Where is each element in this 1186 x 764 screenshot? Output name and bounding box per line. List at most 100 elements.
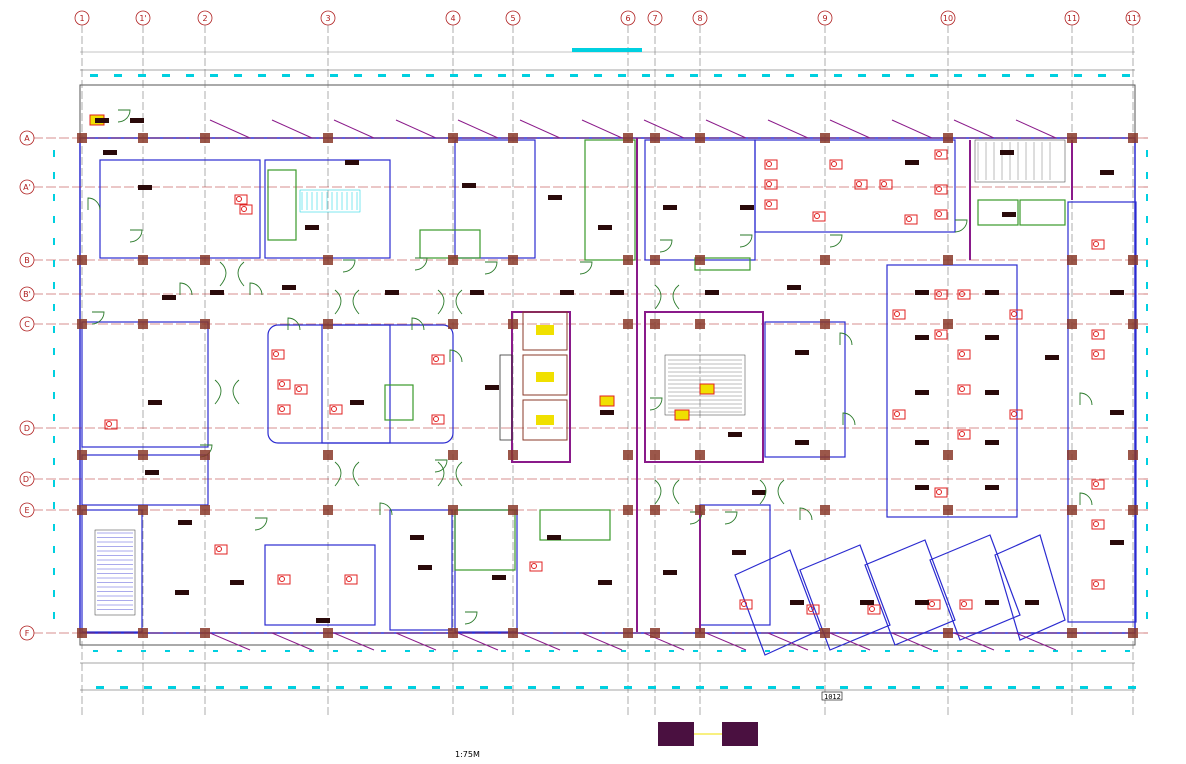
double-door xyxy=(219,261,245,287)
column xyxy=(323,319,333,329)
room-label xyxy=(705,290,719,295)
window-tick xyxy=(1146,590,1148,597)
room-label xyxy=(985,440,999,445)
room-label xyxy=(350,400,364,405)
equipment-item xyxy=(431,354,445,365)
window-tick xyxy=(477,650,482,652)
grid-bubble-column xyxy=(135,10,151,26)
window-tick xyxy=(1080,686,1088,689)
window-tick xyxy=(189,650,194,652)
window-tick xyxy=(381,650,386,652)
equipment-item xyxy=(294,384,308,395)
column xyxy=(508,450,518,460)
window-tick xyxy=(53,348,55,355)
column xyxy=(820,319,830,329)
equipment-seat xyxy=(856,181,862,187)
grid-bubble-column xyxy=(74,10,90,26)
equipment-item xyxy=(934,289,948,300)
window-tick xyxy=(885,650,890,652)
window-tick xyxy=(282,74,290,77)
window-tick xyxy=(1146,238,1148,245)
facade-fin xyxy=(209,632,251,651)
window-tick xyxy=(1050,74,1058,77)
window-tick xyxy=(480,686,488,689)
facade-fin xyxy=(333,119,375,139)
column xyxy=(1067,505,1077,515)
grid-bubble-row xyxy=(19,502,35,518)
equipment-seat xyxy=(279,406,285,412)
window-tick xyxy=(642,74,650,77)
room-label xyxy=(663,570,677,575)
room-label xyxy=(915,440,929,445)
room-label xyxy=(985,390,999,395)
double-door xyxy=(437,289,463,315)
fixture-block xyxy=(977,199,1019,226)
grid-bubble-column xyxy=(445,10,461,26)
window-tick xyxy=(312,686,320,689)
window-tick xyxy=(357,650,362,652)
column xyxy=(448,255,458,265)
window-tick xyxy=(693,650,698,652)
column xyxy=(77,450,87,460)
window-tick xyxy=(1104,686,1112,689)
facade-fin xyxy=(271,632,313,651)
column xyxy=(695,133,705,143)
column xyxy=(820,133,830,143)
equipment-seat xyxy=(1093,331,1099,337)
room-label xyxy=(385,290,399,295)
window-tick xyxy=(53,304,55,311)
equipment-marks xyxy=(89,114,1105,615)
stairs xyxy=(94,139,1066,616)
window-tick xyxy=(1146,304,1148,311)
window-tick xyxy=(1146,216,1148,223)
room-label xyxy=(915,335,929,340)
window-tick xyxy=(90,74,98,77)
equipment-item xyxy=(329,404,343,415)
column xyxy=(200,450,210,460)
column xyxy=(623,133,633,143)
column xyxy=(200,505,210,515)
room-label xyxy=(600,410,614,415)
facade-fin xyxy=(829,119,871,139)
fixture-block xyxy=(384,384,414,421)
window-tick xyxy=(690,74,698,77)
door-swing xyxy=(839,332,853,346)
window-tick xyxy=(378,74,386,77)
column xyxy=(1128,450,1138,460)
equipment-seat xyxy=(906,216,912,222)
door-swing xyxy=(379,502,393,516)
window-tick xyxy=(594,74,602,77)
room-label xyxy=(462,183,476,188)
door-swing xyxy=(434,459,448,473)
window-tick xyxy=(120,686,128,689)
equipment-item xyxy=(957,429,971,440)
equipment-seat xyxy=(959,291,965,297)
window-tick xyxy=(53,172,55,179)
grid-bubble-column xyxy=(620,10,636,26)
fixture-block xyxy=(419,229,481,259)
window-tick xyxy=(53,590,55,597)
door-swing xyxy=(829,234,843,248)
equipment-seat xyxy=(433,416,439,422)
room-label xyxy=(985,290,999,295)
window-tick xyxy=(810,74,818,77)
equipment-item xyxy=(959,599,973,610)
grid-bubble-row xyxy=(19,179,35,195)
equipment-item xyxy=(1091,579,1105,590)
window-tick xyxy=(408,686,416,689)
column xyxy=(943,505,953,515)
window-tick xyxy=(834,74,842,77)
yellow-mark xyxy=(599,395,615,407)
window-tick xyxy=(258,74,266,77)
window-tick xyxy=(645,650,650,652)
room-label xyxy=(138,185,152,190)
window-tick xyxy=(1053,650,1058,652)
column xyxy=(1067,255,1077,265)
room-label xyxy=(316,618,330,623)
window-tick xyxy=(53,546,55,553)
window-tick xyxy=(1146,502,1148,509)
equipment-item xyxy=(934,149,948,160)
grid-label-row: C xyxy=(24,320,30,329)
window-tick xyxy=(53,150,55,157)
column xyxy=(508,319,518,329)
